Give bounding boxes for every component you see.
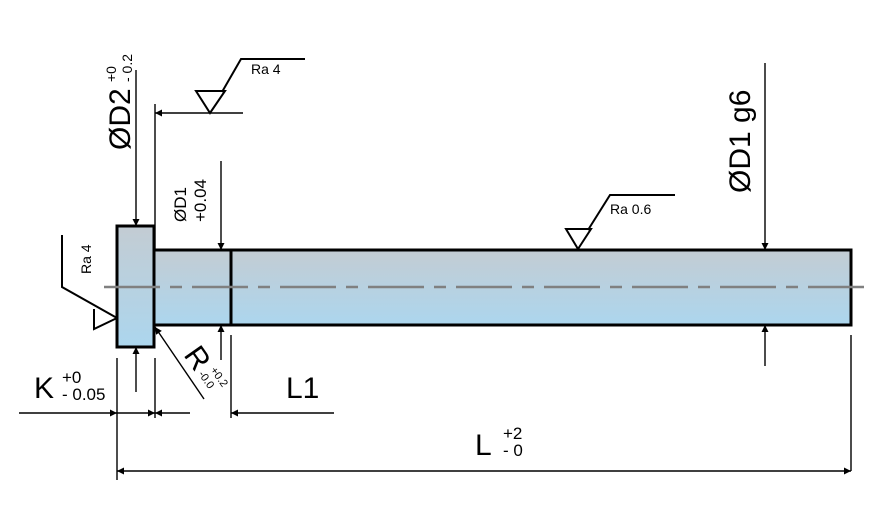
- dimension-l: L +2 - 0: [117, 424, 851, 475]
- surface-finish-icon: [564, 194, 675, 251]
- d1-step-label: ØD1: [171, 187, 190, 222]
- l-tol-upper: +2: [503, 424, 522, 443]
- k-tol-lower: - 0.05: [62, 385, 105, 404]
- l-label: L: [475, 429, 492, 462]
- ra-head-back-label: Ra 4: [251, 61, 281, 77]
- l1-label: L1: [286, 372, 319, 405]
- l-tol-lower: - 0: [503, 441, 523, 460]
- d1-main-label: ØD1 g6: [724, 90, 757, 193]
- dimension-d1-main: ØD1 g6: [724, 63, 769, 366]
- surface-finish-shaft: Ra 0.6: [564, 194, 675, 251]
- dimension-r: R +0.2 -0.0: [154, 326, 230, 400]
- r-leader: [154, 326, 205, 400]
- k-label: K: [34, 372, 54, 405]
- dimension-d1-step: ØD1 +0.04: [171, 161, 225, 360]
- d2-tol-upper: +0: [103, 66, 119, 82]
- surface-finish-icon: [61, 235, 118, 331]
- surface-finish-head-face: Ra 4: [61, 235, 118, 331]
- surface-finish-icon: [194, 58, 305, 115]
- ra-shaft-label: Ra 0.6: [610, 201, 651, 217]
- d2-label: ØD2: [104, 88, 137, 150]
- dimension-k: K +0 - 0.05: [19, 368, 155, 417]
- d2-tol-lower: - 0.2: [119, 54, 135, 82]
- surface-finish-head-back: Ra 4: [154, 58, 305, 250]
- extension-lines: [116, 335, 852, 480]
- pin-part: [104, 224, 866, 349]
- k-tol-upper: +0: [62, 368, 81, 387]
- dimension-l1: L1: [155, 372, 334, 417]
- d1-step-tol: +0.04: [191, 179, 210, 222]
- dimension-d2: ØD2 +0 - 0.2: [103, 54, 140, 392]
- ra-head-face-label: Ra 4: [78, 244, 94, 274]
